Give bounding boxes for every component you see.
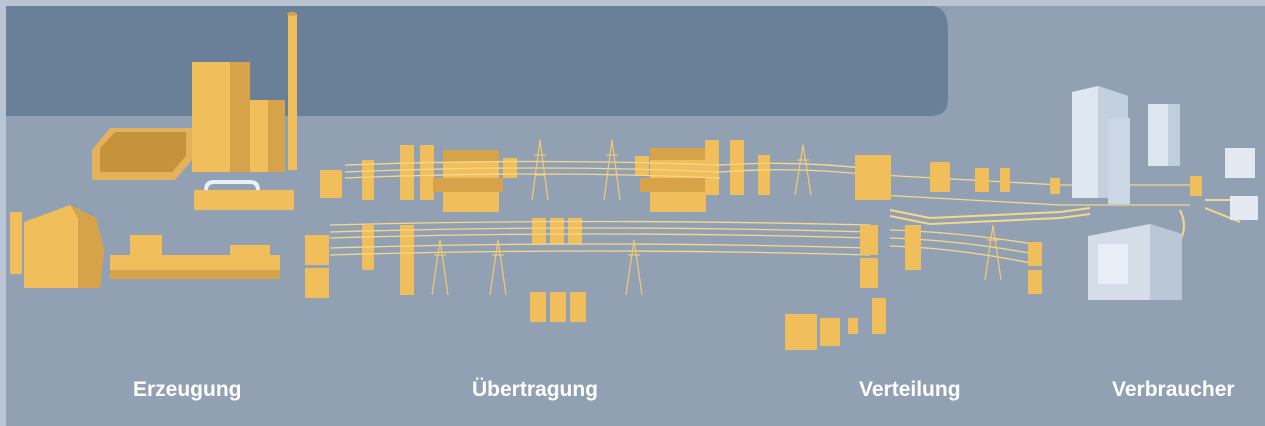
substation-2 <box>635 148 710 212</box>
top-border <box>0 0 1265 6</box>
turbine-1 <box>194 190 294 210</box>
water-body <box>6 6 948 116</box>
transformers-generation <box>305 145 434 298</box>
generation-area <box>10 12 297 288</box>
stage-label-generation: Erzeugung <box>133 378 242 401</box>
substation-1 <box>433 150 517 212</box>
stage-label-consumers: Verbraucher <box>1112 378 1235 401</box>
stage-label-distribution: Verteilung <box>859 378 961 401</box>
stage-label-transmission: Übertragung <box>472 378 598 401</box>
transmission-transformers <box>530 140 770 322</box>
pylons <box>431 139 1002 296</box>
left-border <box>0 0 6 426</box>
land-area <box>6 6 1265 426</box>
distribution-equipment <box>785 155 1202 350</box>
chimney <box>288 14 297 170</box>
consumer-buildings <box>1072 86 1258 300</box>
